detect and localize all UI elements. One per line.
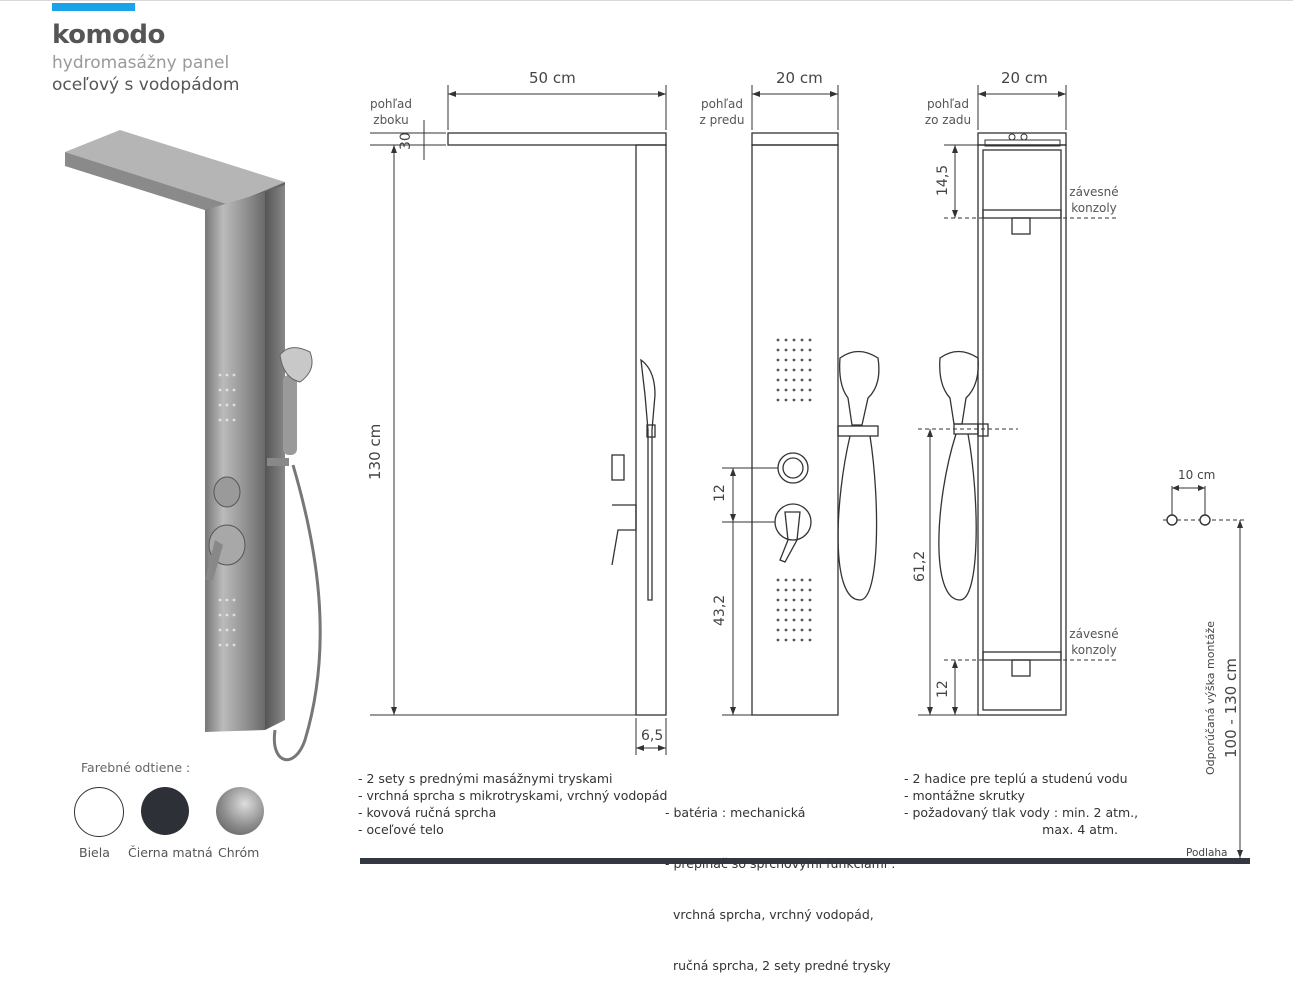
- specs-col-2: - batéria : mechanická - prepínač so spr…: [665, 770, 895, 991]
- spec-item: - kovová ručná sprcha: [358, 805, 497, 820]
- top-rule: [0, 0, 1293, 1]
- bracket-top-label-1: závesné: [1069, 185, 1119, 199]
- side-view-label-2: zboku: [373, 113, 409, 127]
- side-view-label: pohľad zboku: [366, 96, 416, 128]
- product-material: oceľový s vodopádom: [52, 75, 240, 95]
- spec-item: - 2 hadice pre teplú a studenú vodu: [904, 771, 1128, 786]
- top-thickness-dim: 30: [398, 132, 414, 150]
- bracket-bottom-label-1: závesné: [1069, 627, 1119, 641]
- spec-item: - požadovaný tlak vody : min. 2 atm.,: [904, 805, 1139, 820]
- swatch-chrome[interactable]: [216, 787, 264, 835]
- spec-item: - prepínač so sprchovými funkciami :: [665, 856, 896, 871]
- swatch-black-label: Čierna matná: [128, 845, 213, 860]
- spec-item: - oceľové telo: [358, 822, 444, 837]
- valve-height-dim: 43,2: [712, 594, 728, 626]
- swatch-white[interactable]: [74, 787, 124, 837]
- spec-item: ručná sprcha, 2 sety predné trysky: [665, 958, 891, 973]
- colors-title: Farebné odtiene :: [81, 760, 191, 775]
- specs-col-3: - 2 hadice pre teplú a studenú vodu - mo…: [904, 770, 1139, 838]
- front-view-label: pohľad z predu: [694, 96, 750, 128]
- product-subtitle: hydromasážny panel: [52, 53, 230, 73]
- back-view-label: pohľad zo zadu: [920, 96, 976, 128]
- front-view-label-2: z predu: [699, 113, 745, 127]
- top-offset-dim: 14,5: [935, 164, 951, 196]
- accent-bar: [52, 3, 135, 11]
- mount-spacing-dim: 10 cm: [1178, 468, 1216, 482]
- bottom-offset-dim: 12: [935, 680, 951, 698]
- spacing-dim: 12: [712, 484, 728, 502]
- bracket-bottom-label: závesné konzoly: [1066, 626, 1122, 658]
- back-view-label-2: zo zadu: [924, 113, 972, 127]
- specs-col-1: - 2 sety s prednými masážnymi tryskami -…: [358, 770, 667, 838]
- bracket-top-label: závesné konzoly: [1066, 184, 1122, 216]
- side-view-label-1: pohľad: [369, 97, 413, 111]
- swatch-white-label: Biela: [79, 845, 110, 860]
- floor-label: Podlaha: [1186, 847, 1228, 859]
- spec-item: - batéria : mechanická: [665, 805, 806, 820]
- back-width-dim: 20 cm: [1001, 69, 1048, 87]
- height-dim: 130 cm: [366, 423, 384, 480]
- product-title: komodo: [52, 20, 165, 50]
- spec-item: - montážne skrutky: [904, 788, 1025, 803]
- product-photo: [65, 130, 322, 762]
- bracket-bottom-label-2: konzoly: [1071, 643, 1117, 657]
- holder-height-dim: 61,2: [912, 550, 928, 582]
- technical-drawing: [360, 85, 1250, 864]
- spec-item: - 2 sety s prednými masážnymi tryskami: [358, 771, 613, 786]
- depth-dim: 6,5: [641, 728, 664, 744]
- side-width-dim: 50 cm: [529, 69, 576, 87]
- spec-item: vrchná sprcha, vrchný vodopád,: [665, 907, 874, 922]
- mount-height-range: 100 - 130 cm: [1222, 658, 1240, 758]
- front-width-dim: 20 cm: [776, 69, 823, 87]
- mount-height-caption: Odporúčaná výška montáže: [1204, 620, 1217, 775]
- swatch-chrome-label: Chróm: [218, 845, 260, 860]
- spec-item: max. 4 atm.: [1042, 822, 1118, 837]
- back-view-label-1: pohľad: [926, 97, 970, 111]
- spec-item: - vrchná sprcha s mikrotryskami, vrchný …: [358, 788, 668, 803]
- bracket-top-label-2: konzoly: [1071, 201, 1117, 215]
- swatch-black-matte[interactable]: [141, 787, 189, 835]
- front-view-label-1: pohľad: [700, 97, 744, 111]
